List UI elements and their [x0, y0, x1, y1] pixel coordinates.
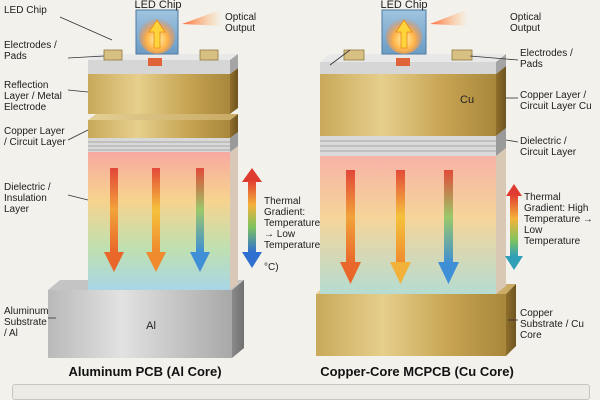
right-copper-layer: [320, 74, 496, 136]
right-heat-arrows: [340, 170, 459, 284]
left-reflection-layer: [88, 74, 230, 114]
left-copper-label: Copper Layer / Circuit Layer: [4, 126, 66, 148]
right-chip-bond: [396, 58, 410, 66]
left-pad-1: [103, 49, 123, 61]
right-optical-output-label: Optical Output: [510, 12, 542, 34]
left-optical-output-label: Optical Output: [225, 12, 257, 34]
left-dielectric-side: [230, 146, 238, 290]
right-optical-rays: [430, 10, 468, 26]
left-copper-layer: [88, 120, 230, 138]
right-led-chip-label: LED Chip: [380, 0, 428, 11]
left-electrodes-label: Electrodes / Pads: [4, 40, 57, 62]
left-reflection-label: Reflection Layer / Metal Electrode: [4, 80, 62, 113]
left-led-chip-callout: LED Chip: [4, 5, 47, 16]
left-chip-bond: [148, 58, 162, 66]
left-gradient-label: Thermal Gradient: Temperature → Low Temp…: [264, 196, 321, 251]
right-substrate-label: Copper Substrate / Cu Core: [520, 308, 584, 341]
leader-lines: [48, 16, 519, 321]
left-unit-label: °C): [264, 262, 279, 273]
left-led-chip-label: LED Chip: [134, 0, 182, 11]
footer-bar: [12, 384, 590, 400]
right-gradient-label: Thermal Gradient: High Temperature → Low…: [524, 192, 593, 247]
left-substrate: [48, 290, 232, 358]
right-substrate: [316, 294, 506, 356]
left-light-arrow: [148, 19, 166, 49]
left-caption: Aluminum PCB (Al Core): [68, 364, 222, 379]
right-thermal-scale: [505, 184, 523, 270]
left-substrate-side: [232, 280, 244, 358]
right-electrodes-label: Electrodes / Pads: [520, 48, 573, 70]
left-top-plate: [88, 60, 230, 74]
right-caption: Copper-Core MCPCB (Cu Core): [320, 364, 514, 379]
right-pad-2: [451, 49, 473, 61]
right-stack: [316, 9, 523, 356]
right-dielectric-label: Dielectric / Circuit Layer: [520, 136, 577, 158]
left-stack: [48, 9, 262, 358]
left-pad-2: [199, 49, 219, 61]
right-top-plate: [320, 62, 496, 74]
left-heat-arrows: [104, 168, 210, 272]
left-thermal-scale: [242, 168, 262, 268]
left-dielectric-label: Dielectric / Insulation Layer: [4, 182, 51, 215]
left-substrate-label: Aluminum Substrate / Al: [4, 306, 49, 339]
right-pad-1: [343, 49, 365, 61]
left-substrate-inline: Al: [146, 320, 156, 332]
right-copper-label: Copper Layer / Circuit Layer Cu: [520, 90, 592, 112]
right-copper-inline: Cu: [460, 94, 475, 106]
left-optical-rays: [182, 10, 222, 26]
right-light-arrow: [395, 19, 413, 49]
